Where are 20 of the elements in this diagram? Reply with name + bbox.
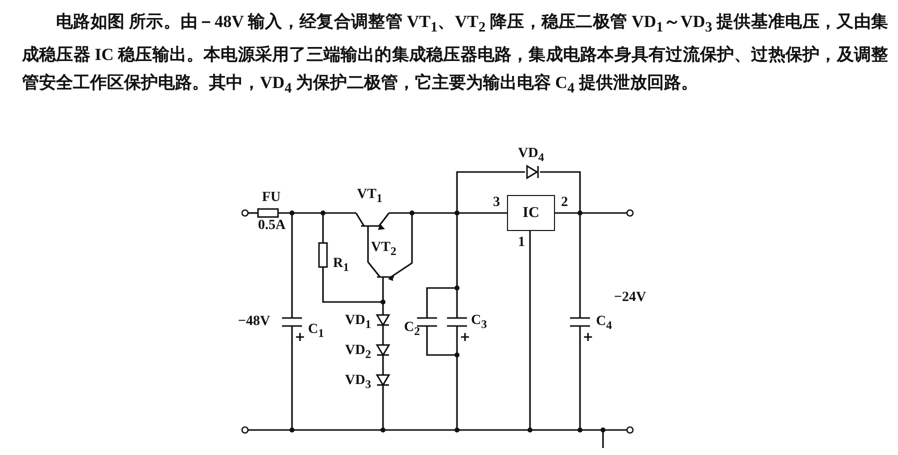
component-label: VD$_{2}$	[345, 343, 372, 363]
ic-box: IC	[507, 195, 555, 231]
component-label: VD$_{3}$	[345, 373, 372, 393]
component-label: VT$_{2}$	[371, 240, 396, 260]
rating-label: 0.5A	[258, 218, 286, 234]
component-label: VD$_{4}$	[518, 146, 544, 166]
component-label: VD$_{1}$	[345, 313, 372, 333]
pin-number: 1	[518, 235, 525, 251]
voltage-label: −48V	[238, 314, 270, 330]
component-label: FU	[262, 190, 281, 206]
component-label: C$_{2}$	[404, 320, 420, 340]
component-label: R$_{1}$	[333, 256, 349, 276]
voltage-label: −24V	[614, 290, 646, 306]
component-label: C$_{4}$	[596, 314, 612, 334]
pin-number: 3	[493, 195, 500, 211]
component-label: C$_{3}$	[471, 313, 487, 333]
component-label: VT$_{1}$	[357, 187, 382, 207]
component-label: C$_{1}$	[308, 322, 324, 342]
body-paragraph: 电路如图 所示。由－48V 输入，经复合调整管 VT$_{1}$、VT$_{2}$ 降压，稳压二极管 VD$_{1}$～VD$_{3}$ 提供基准电压，又由集成稳压器 IC 稳压输出。本电源采用了三端输出的集成稳压器电路，集成电路本身具有过流保护、过热保护，及调整管安全工作区保护电路。其中，VD$_{4}$ 为保护二极管，它主要为输出电容 C$_{4}$ 提供泄放回路。	[22, 11, 888, 99]
pin-number: 2	[561, 195, 568, 211]
